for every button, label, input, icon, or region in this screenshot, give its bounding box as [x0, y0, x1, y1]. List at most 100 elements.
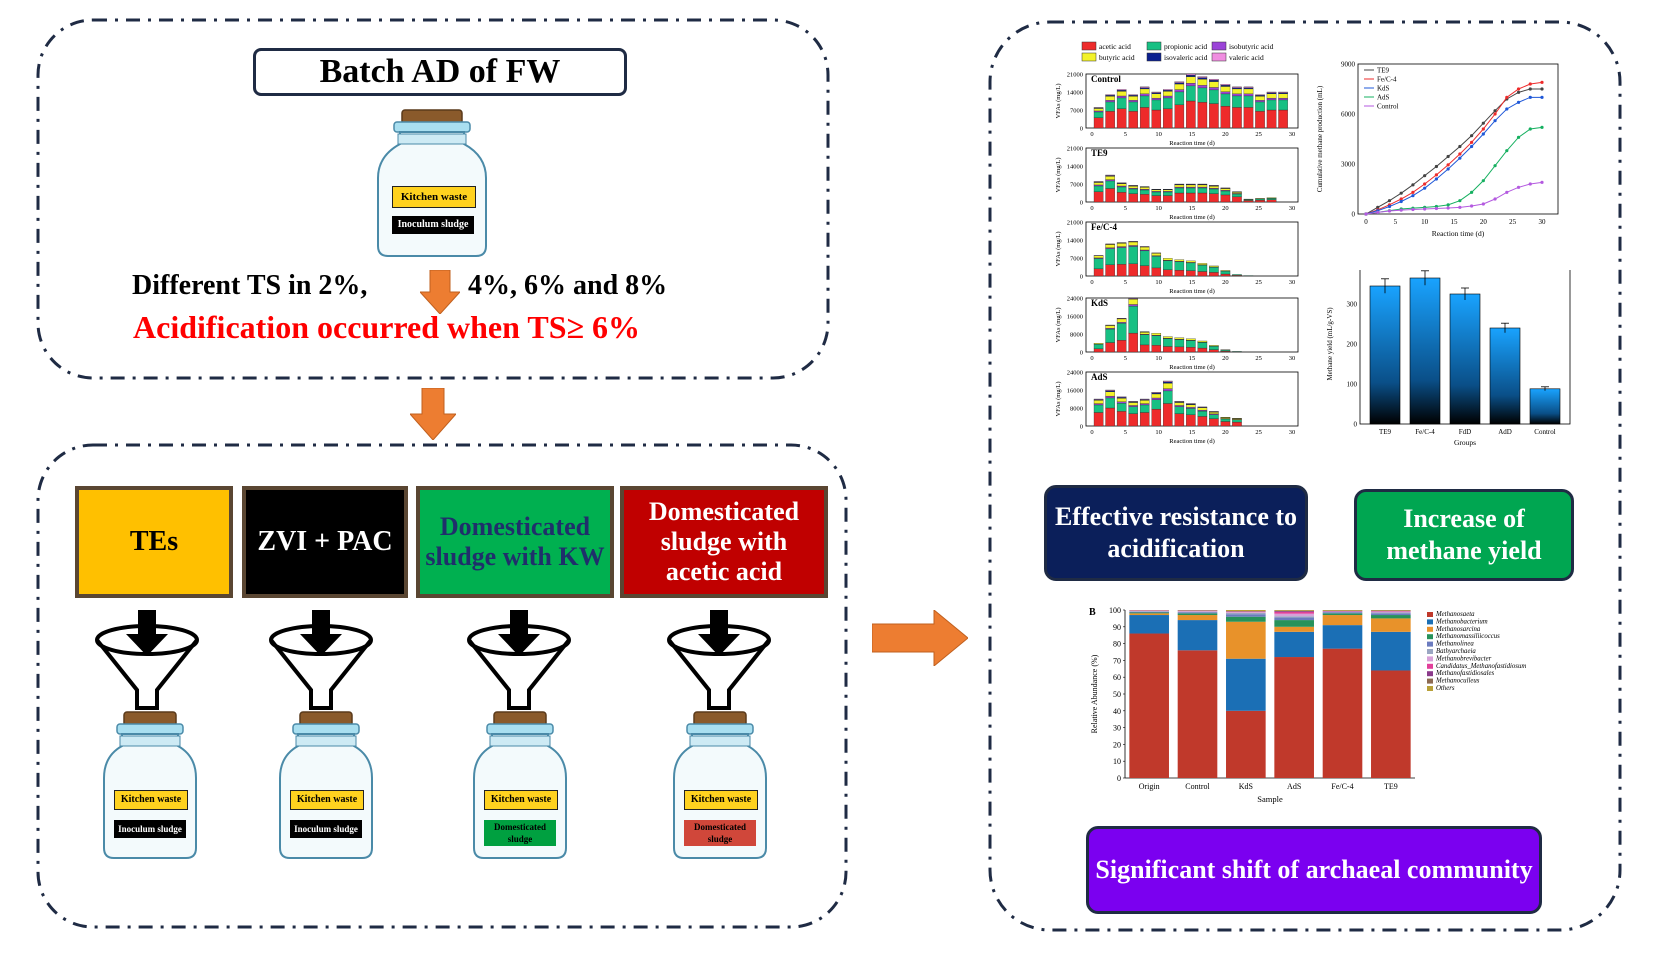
vfa-bar-segment	[1232, 107, 1242, 129]
line-point	[1387, 209, 1392, 213]
vfa-xlabel: Reaction time (d)	[1169, 364, 1214, 371]
vfa-panel-name: Control	[1091, 74, 1121, 84]
vfa-bar-segment	[1163, 380, 1173, 383]
vfa-bar-segment	[1220, 271, 1231, 275]
archaea-legend-label: Methanobrevibacter	[1435, 655, 1492, 662]
line-point	[1516, 100, 1521, 104]
vfa-bar-segment	[1105, 111, 1115, 129]
vfa-bar-segment	[1163, 336, 1173, 339]
vfa-bar-segment	[1186, 73, 1196, 76]
jar-kitchen-label: Kitchen waste	[114, 790, 188, 810]
vfa-bar-segment	[1151, 392, 1162, 395]
archaea-xtick: AdS	[1287, 782, 1301, 791]
archaea-ylabel: Relative Abundance (%)	[1090, 654, 1099, 733]
vfa-xtick: 10	[1155, 355, 1162, 362]
archaea-legend-label: Bathyarchaeia	[1436, 648, 1476, 655]
vfa-xtick: 0	[1090, 205, 1093, 212]
vfa-bar-segment	[1163, 381, 1173, 384]
yield-xlabel: Groups	[1454, 438, 1476, 447]
vfa-ytick: 16000	[1067, 388, 1083, 395]
legend-swatch	[1211, 41, 1227, 51]
archaea-panel-label: B	[1089, 607, 1096, 618]
archaea-bar-segment	[1371, 615, 1411, 619]
vfa-xtick: 5	[1124, 131, 1127, 138]
vfa-bar-segment	[1139, 404, 1150, 413]
vfa-bar-segment	[1093, 255, 1104, 259]
line-xtick: 0	[1364, 218, 1368, 226]
vfa-bar-segment	[1116, 318, 1127, 323]
top-jar-sludge-label: Inoculum sludge	[392, 216, 474, 234]
vfa-xtick: 15	[1189, 205, 1196, 212]
yield-ytick: 100	[1347, 381, 1358, 389]
yield-ylabel: Methane yield (mL/g-VS)	[1326, 307, 1334, 381]
line-point	[1458, 199, 1462, 203]
vfa-xtick: 15	[1189, 279, 1196, 286]
vfa-bar-segment	[1116, 243, 1127, 247]
legend-swatch	[1211, 52, 1227, 62]
methane-yield-bar-chart: 0100200300400Methane yield (mL/g-VS)TE9F…	[1326, 270, 1571, 447]
vfa-bar-segment	[1093, 258, 1104, 269]
vfa-bar-segment	[1197, 87, 1208, 103]
vfa-bar-segment	[1139, 398, 1150, 400]
vfa-bar-segment	[1209, 103, 1219, 129]
yield-bar	[1489, 327, 1521, 425]
vfa-bar-segment	[1128, 241, 1138, 246]
archaea-bar-segment	[1274, 631, 1314, 658]
vfa-bar-segment	[1139, 87, 1150, 90]
vfa-xtick: 20	[1222, 279, 1229, 286]
line-point	[1458, 144, 1462, 149]
vfa-ytick: 24000	[1067, 370, 1083, 377]
vfa-ytick: 8000	[1070, 332, 1083, 339]
vfa-bar-segment	[1243, 200, 1254, 203]
vfa-bar-segment	[1128, 402, 1138, 406]
vfa-bar-segment	[1197, 407, 1208, 411]
vfa-bar-segment	[1093, 344, 1104, 350]
line-ytick: 0	[1352, 211, 1356, 219]
jar-sludge-label: Inoculum sludge	[114, 820, 186, 838]
vfa-bar-segment	[1093, 191, 1104, 203]
line-point	[1411, 190, 1415, 194]
vfa-bar-segment	[1197, 184, 1208, 188]
archaea-bar-segment	[1177, 612, 1218, 614]
vfa-xtick: 30	[1289, 355, 1296, 362]
line-point	[1470, 134, 1474, 138]
vfa-bar-segment	[1243, 87, 1254, 90]
line-point	[1458, 156, 1462, 160]
vfa-xtick: 0	[1090, 279, 1093, 286]
vfa-xtick: 10	[1155, 279, 1162, 286]
line-point	[1481, 127, 1485, 131]
line-point	[1493, 197, 1497, 201]
vfa-xtick: 30	[1289, 131, 1296, 138]
vfa-bar-segment	[1105, 391, 1115, 397]
vfa-bar-segment	[1105, 395, 1115, 399]
vfa-ytick: 21000	[1067, 72, 1083, 79]
legend-label: isobutyric acid	[1229, 42, 1274, 51]
vfa-bar-segment	[1105, 179, 1115, 182]
vfa-bar-segment	[1151, 189, 1162, 192]
vfa-bar-segment	[1151, 191, 1162, 196]
right-arrow	[872, 610, 968, 666]
yield-bar	[1449, 293, 1481, 425]
vfa-bar-segment	[1105, 176, 1115, 180]
vfa-xtick: 5	[1124, 429, 1127, 436]
archaea-bar-segment	[1274, 617, 1314, 621]
vfa-bar-segment	[1105, 244, 1115, 248]
vfa-bar-segment	[1186, 100, 1196, 129]
vfa-xlabel: Reaction time (d)	[1169, 288, 1214, 295]
jar-kitchen-label: Kitchen waste	[484, 790, 558, 810]
vfa-bar-segment	[1266, 92, 1277, 94]
vfa-bar-segment	[1139, 412, 1150, 427]
vfa-bar-segment	[1139, 107, 1150, 129]
archaea-bar-segment	[1322, 615, 1363, 626]
vfa-bar-segment	[1116, 264, 1127, 277]
vfa-bar-segment	[1243, 107, 1254, 129]
archaea-ytick: 70	[1113, 656, 1121, 665]
archaea-bar-segment	[1226, 621, 1266, 659]
vfa-bar-segment	[1209, 193, 1219, 203]
vfa-bar-segment	[1093, 403, 1104, 406]
vfa-bar-segment	[1163, 89, 1173, 91]
vfa-bar-segment	[1093, 404, 1104, 413]
vfa-ytick: 14000	[1067, 164, 1083, 171]
archaea-bar-segment	[1322, 625, 1363, 649]
vfa-bar-segment	[1197, 263, 1208, 265]
